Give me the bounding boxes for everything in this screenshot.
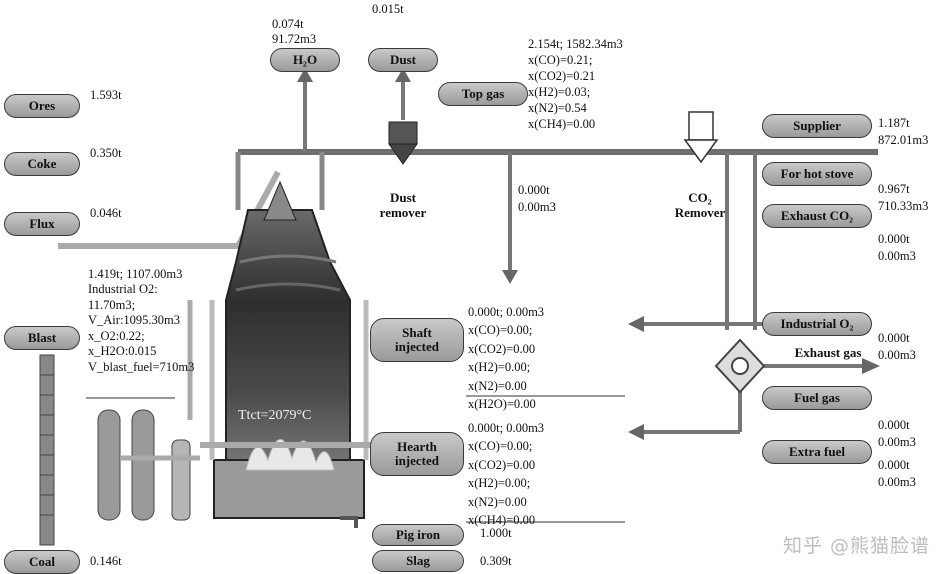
dust-pill: Dust <box>368 48 438 72</box>
o2-arrow <box>628 316 644 332</box>
exhaust-co2-values: 0.000t 0.00m3 <box>878 232 916 263</box>
coke-pill: Coke <box>4 152 80 176</box>
feed-conveyor <box>58 170 281 249</box>
dust-remover-body <box>388 121 418 145</box>
shaft-values: 0.000t; 0.00m3 x(CO)=0.00; x(CO2)=0.00 x… <box>468 304 545 412</box>
top-gas-pill: Top gas <box>438 82 528 106</box>
dust-value: 0.015t <box>372 2 404 16</box>
ores-pill: Ores <box>4 94 80 118</box>
dust-catcher <box>171 439 191 521</box>
pig-iron-pill: Pig iron <box>372 524 464 546</box>
dust-remover-label: Dust remover <box>379 190 427 220</box>
coke-value: 0.350t <box>90 146 122 160</box>
fuel-gas-pill: Fuel gas <box>762 386 872 410</box>
supplier-pill: Supplier <box>762 114 872 138</box>
h2o-pill: H₂O <box>270 48 340 72</box>
h2o-arrow <box>297 68 313 82</box>
hot-stove-2 <box>131 409 155 521</box>
hearth-values: 0.000t; 0.00m3 x(CO)=0.00; x(CO2)=0.00 x… <box>468 420 545 528</box>
furnace-top-cone <box>263 180 297 221</box>
industrial-o2-values: 0.000t 0.00m3 <box>878 331 916 362</box>
mixer-center <box>731 357 749 375</box>
dust-remover-cone <box>388 143 418 165</box>
hearth-injected-pill: Hearth injected <box>370 432 464 476</box>
extra-fuel-pill: Extra fuel <box>762 440 872 464</box>
industrial-o2-pill: Industrial O₂ <box>762 312 872 336</box>
co2-remover-label: CO₂ Remover <box>674 190 726 220</box>
watermark: 知乎 @熊猫脸谱 <box>782 535 930 557</box>
hot-stove-pill: For hot stove <box>762 162 872 186</box>
slag-pill: Slag <box>372 550 464 572</box>
exhaust-gas-label: Exhaust gas <box>794 345 862 360</box>
dust-arrow <box>395 68 411 82</box>
branch-values: 0.000t 0.00m3 <box>518 183 556 214</box>
exhaust-arrow <box>862 358 880 374</box>
coal-pill: Coal <box>4 550 80 574</box>
co2-remover-body <box>688 111 714 141</box>
blast-pill: Blast <box>4 326 80 350</box>
blast-values: 1.419t; 1107.00m3 Industrial O2: 11.70m3… <box>88 266 195 374</box>
h2o-values: 0.074t 91.72m3 <box>272 17 317 46</box>
furnace-temperature: Ttct=2079°C <box>238 408 312 423</box>
furnace-body <box>225 209 351 471</box>
hot-stove-values: 0.967t 710.33m3 <box>878 182 929 213</box>
pig-iron-value: 1.000t <box>480 526 512 540</box>
branch-arrow <box>502 270 518 284</box>
fuel-arrow <box>628 424 644 440</box>
fuel-gas-values: 0.000t 0.00m3 <box>878 418 916 449</box>
slag-value: 0.309t <box>480 554 512 568</box>
chimney-icon <box>39 354 55 546</box>
hot-stove-1 <box>97 409 121 521</box>
ores-value: 1.593t <box>90 88 122 102</box>
shaft-injected-pill: Shaft injected <box>370 318 464 362</box>
extra-fuel-values: 0.000t 0.00m3 <box>878 458 916 489</box>
flux-pill: Flux <box>4 212 80 236</box>
supplier-values: 1.187t 872.01m3 <box>878 116 929 147</box>
top-gas-values: 2.154t; 1582.34m3 x(CO)=0.21; x(CO2)=0.2… <box>528 37 623 131</box>
exhaust-co2-pill: Exhaust CO₂ <box>762 204 872 228</box>
tap-hole <box>340 516 358 528</box>
coal-value: 0.146t <box>90 554 122 568</box>
flame-icon <box>245 439 335 471</box>
flux-value: 0.046t <box>90 206 122 220</box>
co2-remover-cone <box>683 139 719 164</box>
